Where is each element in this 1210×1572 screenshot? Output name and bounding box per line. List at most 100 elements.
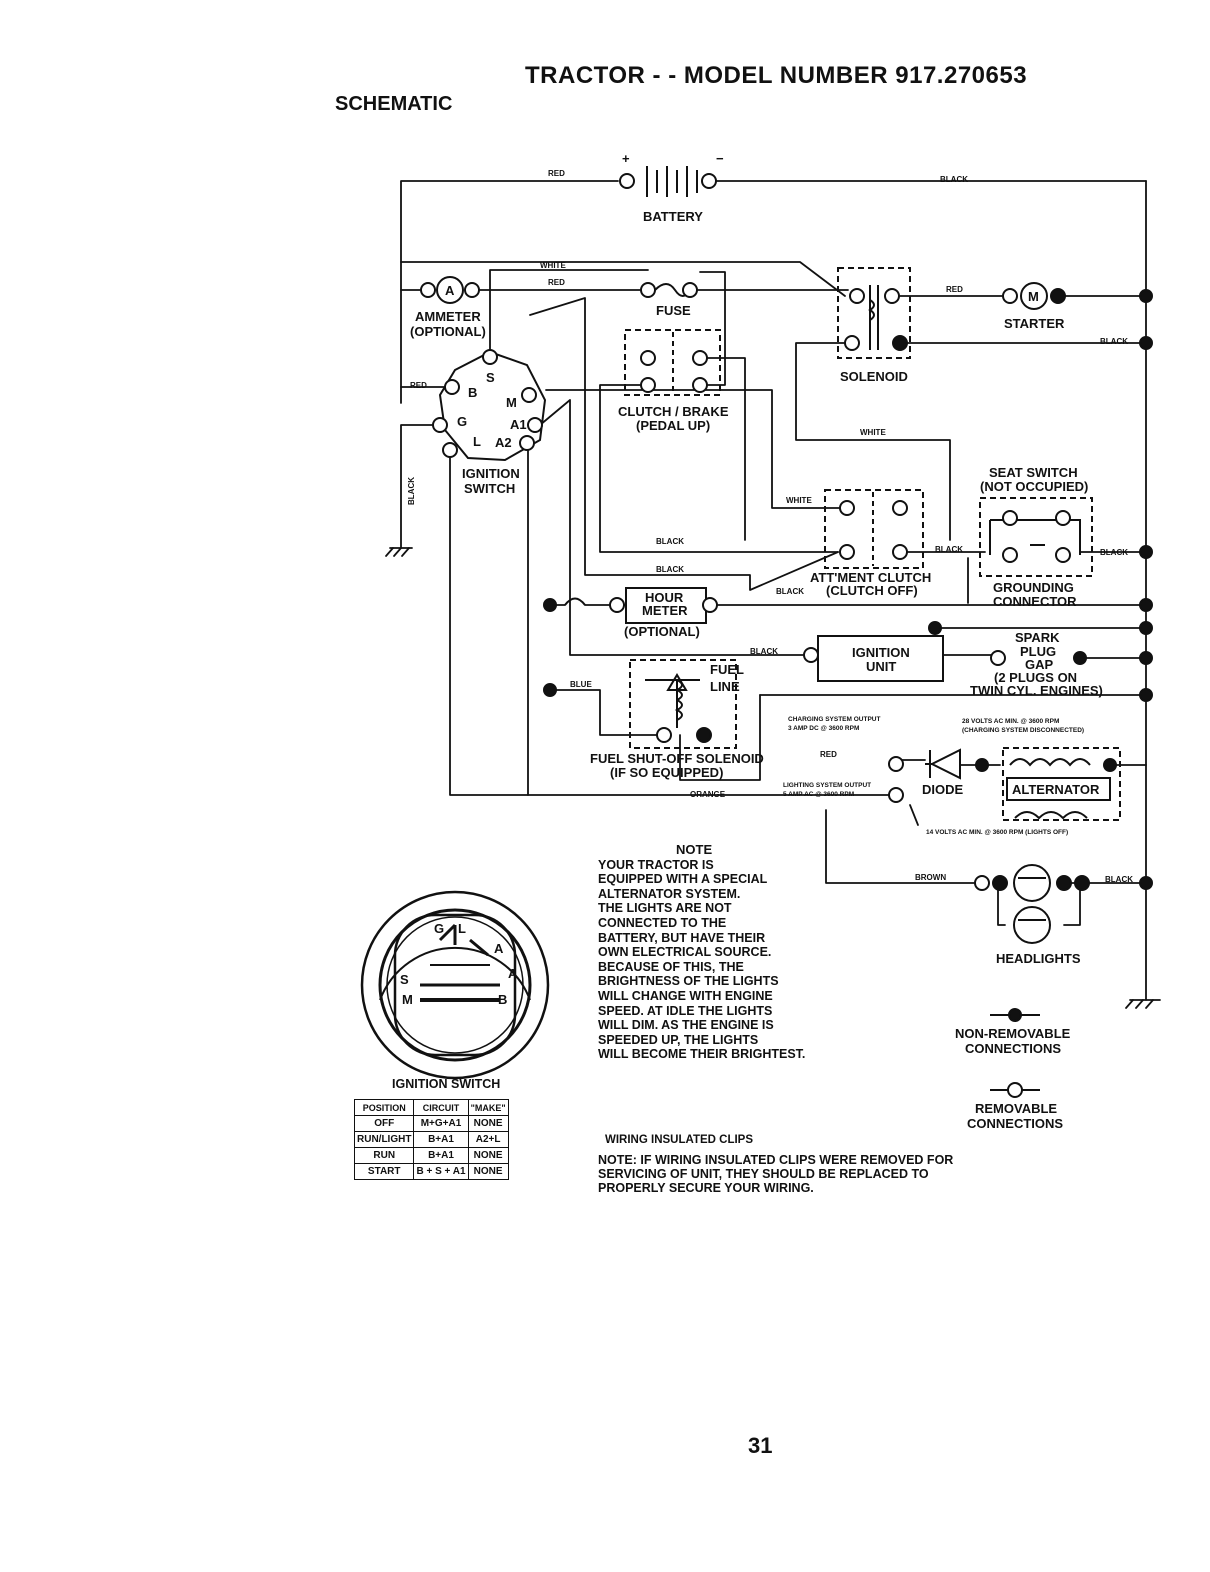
charging-output-value: 3 AMP DC @ 3600 RPM: [788, 725, 859, 732]
hour-meter-optional-label: (OPTIONAL): [624, 624, 700, 639]
component-labels: + − BATTERY A AMMETER (OPTIONAL) FUSE SO…: [410, 151, 1103, 1131]
page-number: 31: [748, 1433, 773, 1458]
switch-face-labels: G L A A S M B: [400, 921, 518, 1007]
face-a1: A: [494, 941, 504, 956]
spark-plug-gap-label: GAP: [1025, 657, 1054, 672]
ignition-unit-label-2: UNIT: [866, 659, 896, 674]
face-g: G: [434, 921, 444, 936]
table-row: OFF M+G+A1 NONE: [353, 1115, 509, 1132]
table-cell: B+A1: [413, 1131, 469, 1148]
headlights-label: HEADLIGHTS: [996, 951, 1081, 966]
starter-label: STARTER: [1004, 316, 1065, 331]
note-line: WILL BECOME THEIR BRIGHTEST.: [598, 1047, 806, 1062]
wire-black-label: BLACK: [1100, 548, 1128, 557]
seat-switch-icon: [979, 497, 1093, 577]
ignition-table-caption: IGNITION SWITCH: [392, 1077, 501, 1091]
ignition-switch-icon: [432, 349, 547, 462]
lighting-output-label: LIGHTING SYSTEM OUTPUT: [783, 782, 871, 789]
headlights-icon: [974, 864, 1153, 944]
wire-black-label: BLACK: [750, 647, 778, 656]
spark-plug-note-2: TWIN CYL. ENGINES): [970, 683, 1103, 698]
wire-color-labels: RED BLACK RED RED BLACK WHITE RED WHITE …: [407, 169, 1133, 884]
clutch-brake-pedal-label: (PEDAL UP): [636, 418, 710, 433]
wire-blue-label: BLUE: [570, 680, 592, 689]
table-cell: M+G+A1: [413, 1115, 469, 1132]
wires: [385, 180, 1161, 1009]
wire-orange-label: ORANGE: [690, 790, 726, 799]
table-row: RUN/LIGHT B+A1 A2+L: [353, 1131, 509, 1148]
charging-output-label: CHARGING SYSTEM OUTPUT: [788, 716, 880, 723]
table-row: RUN B+A1 NONE: [353, 1147, 509, 1164]
fuse-label: FUSE: [656, 303, 691, 318]
ignition-terminal-labels: S B M G A1 L A2: [457, 370, 527, 450]
note-line: YOUR TRACTOR IS: [598, 857, 714, 872]
face-m: M: [402, 992, 413, 1007]
ignition-switch-table: POSITION CIRCUIT "MAKE" OFF M+G+A1 NONE …: [353, 1099, 509, 1180]
face-s: S: [400, 972, 409, 987]
wire-black-label: BLACK: [935, 545, 963, 554]
wire-brown-label: BROWN: [915, 873, 946, 882]
alternator-note: NOTE YOUR TRACTOR IS EQUIPPED WITH A SPE…: [598, 842, 858, 1062]
note-line: SPEED. AT IDLE THE LIGHTS: [598, 1003, 773, 1018]
wire-red-label: RED: [548, 278, 565, 287]
volts-ac-label: 28 VOLTS AC MIN. @ 3600 RPM: [962, 718, 1059, 725]
battery-pos-label: +: [622, 151, 630, 166]
clips-note: NOTE: IF WIRING INSULATED CLIPS WERE REM…: [598, 1153, 953, 1195]
wire-white-label: WHITE: [540, 261, 566, 270]
fuel-solenoid-icon: [543, 659, 737, 749]
lighting-output-value: 5 AMP AC @ 3600 RPM: [783, 791, 854, 798]
wire-red-label: RED: [410, 381, 427, 390]
hour-meter-label: HOUR: [645, 590, 684, 605]
note-line: BRIGHTNESS OF THE LIGHTS: [598, 974, 779, 989]
note-title: NOTE: [676, 842, 713, 857]
grounding-label: GROUNDING: [993, 580, 1074, 595]
removable-label-2: CONNECTIONS: [967, 1116, 1063, 1131]
wire-white-label: WHITE: [786, 496, 812, 505]
volts14-label: 14 VOLTS AC MIN. @ 3600 RPM (LIGHTS OFF): [926, 829, 1068, 836]
wire-black-label: BLACK: [656, 537, 684, 546]
ammeter-label: AMMETER: [415, 309, 481, 324]
clutch-brake-label: CLUTCH / BRAKE: [618, 404, 729, 419]
note-line: SPEEDED UP, THE LIGHTS: [598, 1032, 759, 1047]
volts-ac-note: (CHARGING SYSTEM DISCONNECTED): [962, 727, 1084, 734]
note-line: BATTERY, BUT HAVE THEIR: [598, 930, 766, 945]
wire-white-label: WHITE: [860, 428, 886, 437]
terminal-a1: A1: [510, 417, 527, 432]
clutch-brake-switch-icon: [624, 329, 721, 396]
table-cell: A2+L: [467, 1131, 509, 1148]
wire-red-label: RED: [820, 750, 837, 759]
seat-switch-status-label: (NOT OCCUPIED): [980, 479, 1088, 494]
table-cell: NONE: [467, 1163, 509, 1180]
table-cell: B + S + A1: [413, 1163, 469, 1180]
schematic-heading: SCHEMATIC: [335, 93, 453, 115]
fuse-icon: [640, 282, 698, 298]
wire-black-label: BLACK: [940, 175, 968, 184]
table-cell: START: [353, 1163, 415, 1180]
removable-label: REMOVABLE: [975, 1101, 1057, 1116]
battery-icon: [619, 166, 717, 197]
table-cell: RUN/LIGHT: [353, 1131, 415, 1148]
wire-black-label: BLACK: [1105, 875, 1133, 884]
terminal-b: B: [468, 385, 477, 400]
terminal-g: G: [457, 414, 467, 429]
spark-plug-note: (2 PLUGS ON: [994, 670, 1077, 685]
alternator-icon: [1002, 747, 1121, 821]
legend-symbols: [990, 1008, 1040, 1098]
clips-note-line: PROPERLY SECURE YOUR WIRING.: [598, 1181, 814, 1195]
fuel-line-label-2: LINE: [710, 679, 740, 694]
battery-label: BATTERY: [643, 209, 703, 224]
note-line: ALTERNATOR SYSTEM.: [598, 886, 741, 901]
ignition-switch-label: IGNITION: [462, 466, 520, 481]
solenoid-label: SOLENOID: [840, 369, 908, 384]
table-cell: OFF: [353, 1115, 415, 1132]
terminal-a2: A2: [495, 435, 512, 450]
wire-black-vertical-label: BLACK: [407, 477, 416, 505]
note-line: CONNECTED TO THE: [598, 915, 727, 930]
battery-neg-label: −: [716, 151, 724, 166]
table-cell: B+A1: [413, 1147, 469, 1164]
wire-black-label: BLACK: [656, 565, 684, 574]
non-removable-label-2: CONNECTIONS: [965, 1041, 1061, 1056]
column-header: POSITION: [353, 1099, 415, 1116]
table-cell: NONE: [467, 1115, 509, 1132]
